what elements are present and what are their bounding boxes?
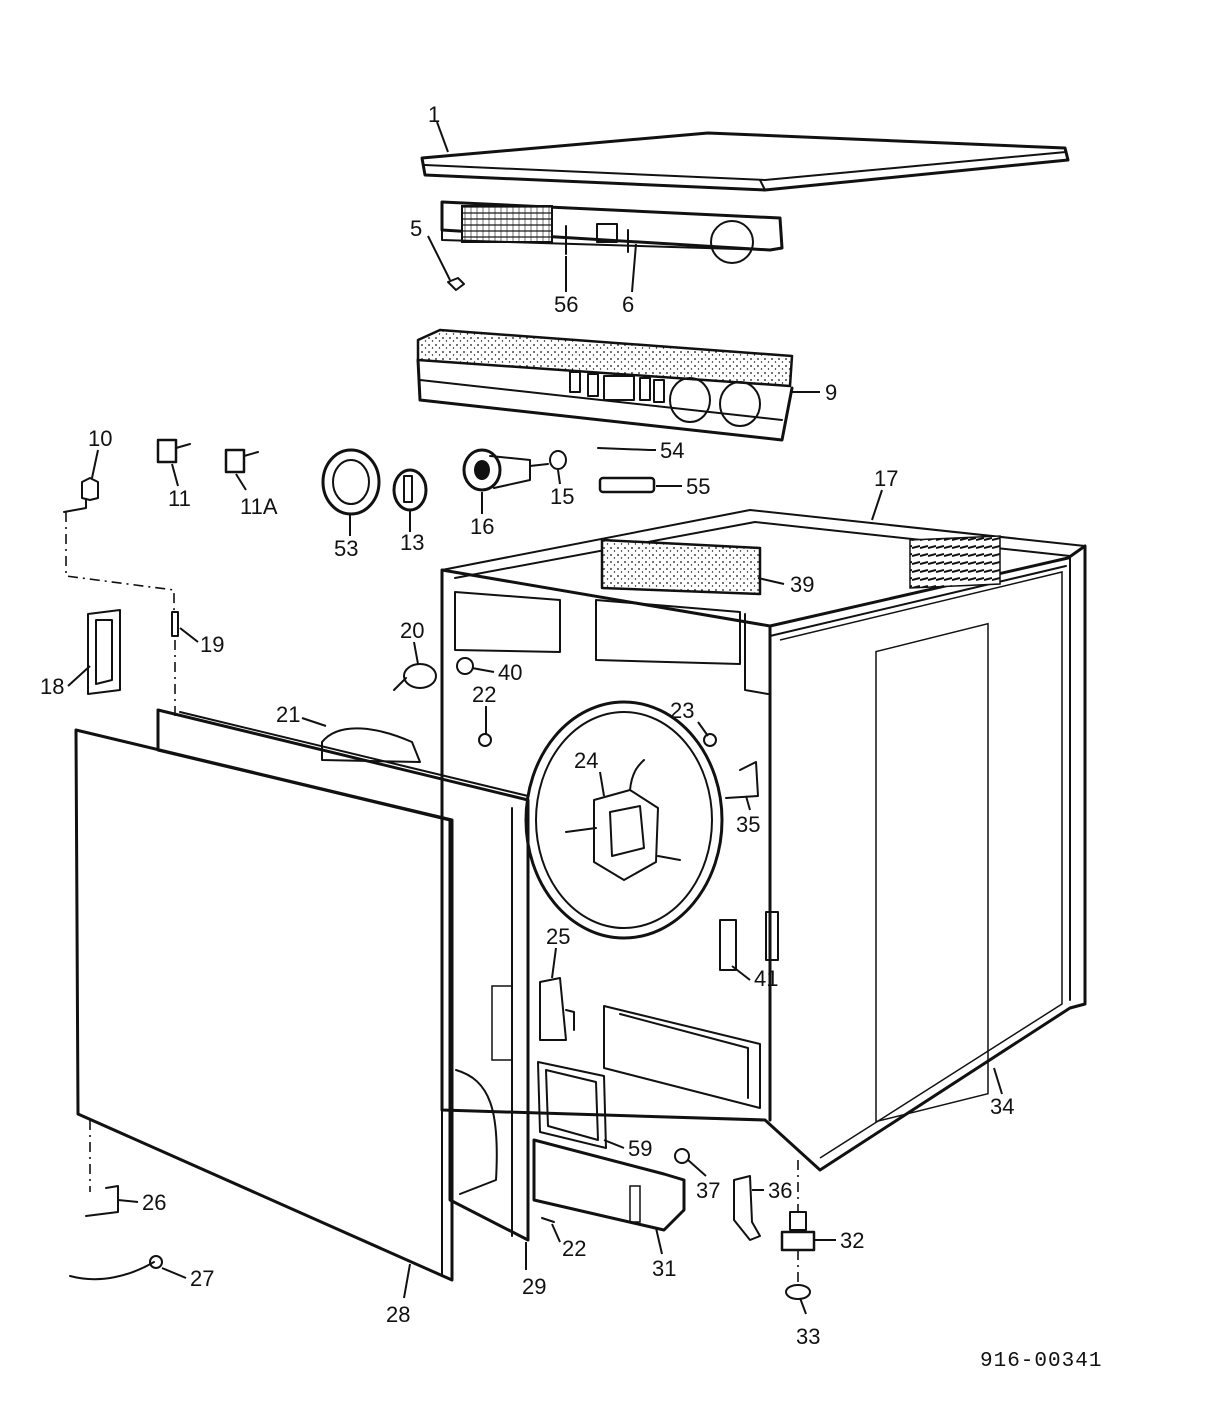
callout-34: 34 [990,1094,1014,1119]
callout-28: 28 [386,1302,410,1327]
part-19 [171,611,179,637]
callout-54: 54 [660,438,684,463]
top-cover [420,131,1070,192]
cabinet [440,509,1087,1172]
callout-56: 56 [554,292,578,317]
callout-24: 24 [574,748,598,773]
callouts: 1 5 56 6 9 10 11 11A 53 13 16 15 54 55 1… [40,102,1014,1349]
callout-59: 59 [628,1136,652,1161]
callout-53: 53 [334,536,358,561]
callout-55: 55 [686,474,710,499]
callout-10: 10 [88,426,112,451]
callout-23: 23 [670,698,694,723]
part-10-bracket [63,477,99,513]
part-5 [447,277,465,291]
callout-37: 37 [696,1178,720,1203]
part-15 [549,450,567,470]
callout-29: 29 [522,1274,546,1299]
callout-25: 25 [546,924,570,949]
part-32-foot [780,1211,816,1252]
control-panel [440,200,784,264]
part-59-seal [537,1061,607,1149]
callout-35: 35 [736,812,760,837]
callout-33: 33 [796,1324,820,1349]
part-26-hinge [85,1185,119,1217]
callout-41: 41 [754,966,778,991]
part-31-kickplate [532,1138,686,1232]
callout-26: 26 [142,1190,166,1215]
console [416,328,794,442]
callout-27: 27 [190,1266,214,1291]
part-16-switch [462,448,549,492]
callout-19: 19 [200,632,224,657]
callout-31: 31 [652,1256,676,1281]
callout-21: 21 [276,702,300,727]
part-11a [224,448,259,474]
part-21 [321,727,421,763]
part-37 [674,1148,690,1164]
callout-20: 20 [400,618,424,643]
part-20 [393,663,437,691]
callout-22-lower: 22 [562,1236,586,1261]
dash-line-10-19 [65,512,175,612]
callout-22-upper: 22 [472,682,496,707]
callout-39: 39 [790,572,814,597]
part-11 [156,438,191,464]
part-55 [598,476,656,494]
callout-17: 17 [874,466,898,491]
callout-36: 36 [768,1178,792,1203]
part-13-knob [392,468,428,512]
callout-18: 18 [40,674,64,699]
callout-32: 32 [840,1228,864,1253]
callout-6: 6 [622,292,634,317]
part-54 [597,447,651,451]
callout-1: 1 [428,102,440,127]
callout-13: 13 [400,530,424,555]
callout-5: 5 [410,216,422,241]
callout-16: 16 [470,514,494,539]
callout-15: 15 [550,484,574,509]
callout-11: 11 [168,486,191,511]
part-53-ring [321,448,381,516]
drawing-number: 916-00341 [980,1350,1102,1373]
door-frame [156,708,530,1242]
part-33 [785,1284,811,1300]
part-27-cable [69,1255,163,1281]
part-36 [733,1175,761,1241]
part-22-screw-lower [541,1217,555,1223]
callout-40: 40 [498,660,522,685]
callout-11a: 11A [240,494,278,519]
callout-9: 9 [825,380,837,405]
door-panel [74,728,454,1282]
part-18-handle [87,609,121,695]
